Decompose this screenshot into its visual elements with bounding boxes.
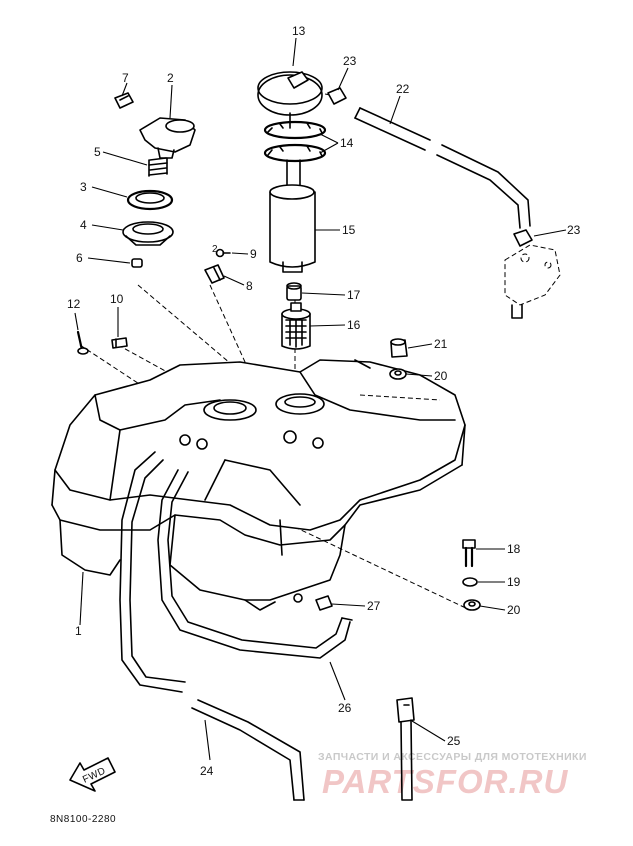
strap-25 xyxy=(396,697,415,801)
fuel-pump-15 xyxy=(269,159,316,273)
callout-26: 26 xyxy=(338,701,352,715)
callout-23-lower: 23 xyxy=(567,223,581,237)
callout-17: 17 xyxy=(347,288,361,302)
callout-24: 24 xyxy=(200,764,214,778)
seal-rings-14 xyxy=(263,120,327,163)
callout-18: 18 xyxy=(507,542,521,556)
fuel-tank xyxy=(51,359,466,611)
callout-23-upper: 23 xyxy=(343,54,357,68)
bracket-8 xyxy=(204,264,225,284)
cap-lock-2 xyxy=(139,117,196,159)
callout-12: 12 xyxy=(67,297,81,311)
callout-27: 27 xyxy=(367,599,381,613)
fuel-filter-16 xyxy=(281,302,311,350)
callout-22: 22 xyxy=(396,82,410,96)
callout-7: 7 xyxy=(122,71,129,85)
callout-25: 25 xyxy=(447,734,461,748)
grommet-21 xyxy=(390,338,408,358)
nut-6 xyxy=(131,258,143,268)
screw-9 xyxy=(215,248,231,258)
callout-9: 9 xyxy=(250,247,257,261)
gasket-3 xyxy=(126,189,174,211)
sender-unit xyxy=(504,244,561,319)
callout-10: 10 xyxy=(110,292,124,306)
callout-20-upper: 20 xyxy=(434,369,448,383)
washer-20-lower xyxy=(463,599,481,611)
forward-arrow: FWD xyxy=(69,757,116,792)
callout-21: 21 xyxy=(434,337,448,351)
callout-3: 3 xyxy=(80,180,87,194)
hose-clip-23-upper xyxy=(327,87,347,105)
callout-4: 4 xyxy=(80,218,87,232)
connector-17 xyxy=(286,282,302,301)
callout-6: 6 xyxy=(76,251,83,265)
leader-lines xyxy=(74,37,567,761)
watermark-brand: PARTSFOR.RU xyxy=(322,763,568,800)
callout-20-lower: 20 xyxy=(507,603,521,617)
callout-2: 2 xyxy=(167,71,174,85)
callout-5: 5 xyxy=(94,145,101,159)
watermark-tagline: ЗАПЧАСТИ И АКСЕССУАРЫ ДЛЯ МОТОТЕХНИКИ xyxy=(318,751,587,763)
hose-24 xyxy=(119,451,305,801)
hose-clip-23-lower xyxy=(513,229,533,247)
callout-8: 8 xyxy=(246,279,253,293)
screw-7 xyxy=(114,92,134,109)
washer-19 xyxy=(462,577,478,587)
hose-clip-27 xyxy=(315,595,333,611)
hose-26 xyxy=(157,469,353,659)
callout-15: 15 xyxy=(342,223,356,237)
washer-20-upper xyxy=(389,368,407,380)
filler-cap-4 xyxy=(122,221,174,246)
callout-1: 1 xyxy=(75,624,82,638)
callout-14: 14 xyxy=(340,136,354,150)
assembly-guide-lines xyxy=(79,89,471,611)
spring-5 xyxy=(148,157,168,177)
callout-13: 13 xyxy=(292,24,306,38)
hose-22 xyxy=(354,107,531,229)
callout-numbers: 13 23 22 14 15 17 16 21 20 23 18 19 20 2… xyxy=(67,24,581,778)
callout-16: 16 xyxy=(347,318,361,332)
callout-19: 19 xyxy=(507,575,521,589)
callout-2-small: 2 xyxy=(212,244,218,255)
drawing-code: 8N8100-2280 xyxy=(50,814,116,825)
bolt-12 xyxy=(76,330,89,355)
bolt-10 xyxy=(111,337,128,349)
pump-cap-13 xyxy=(257,71,323,129)
bolt-18 xyxy=(462,539,476,568)
watermark: ЗАПЧАСТИ И АКСЕССУАРЫ ДЛЯ МОТОТЕХНИКИ PA… xyxy=(318,751,587,800)
